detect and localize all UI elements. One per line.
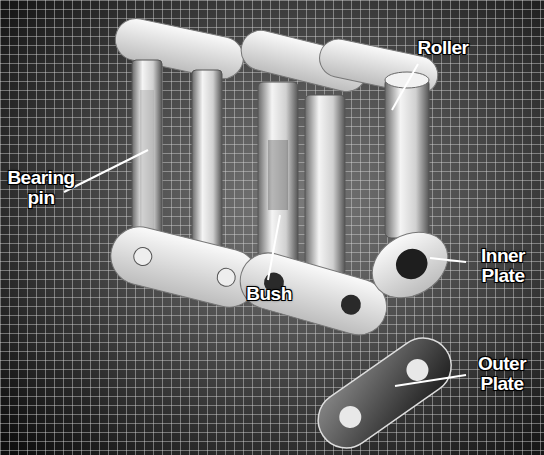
part-label: Inner Plate [468,246,538,286]
part-label: Outer Plate [466,354,538,394]
part-label: Bearing pin [4,168,78,208]
leader-lines [64,64,466,386]
part-label: Bush [242,284,296,304]
part-label: Roller [408,38,478,58]
